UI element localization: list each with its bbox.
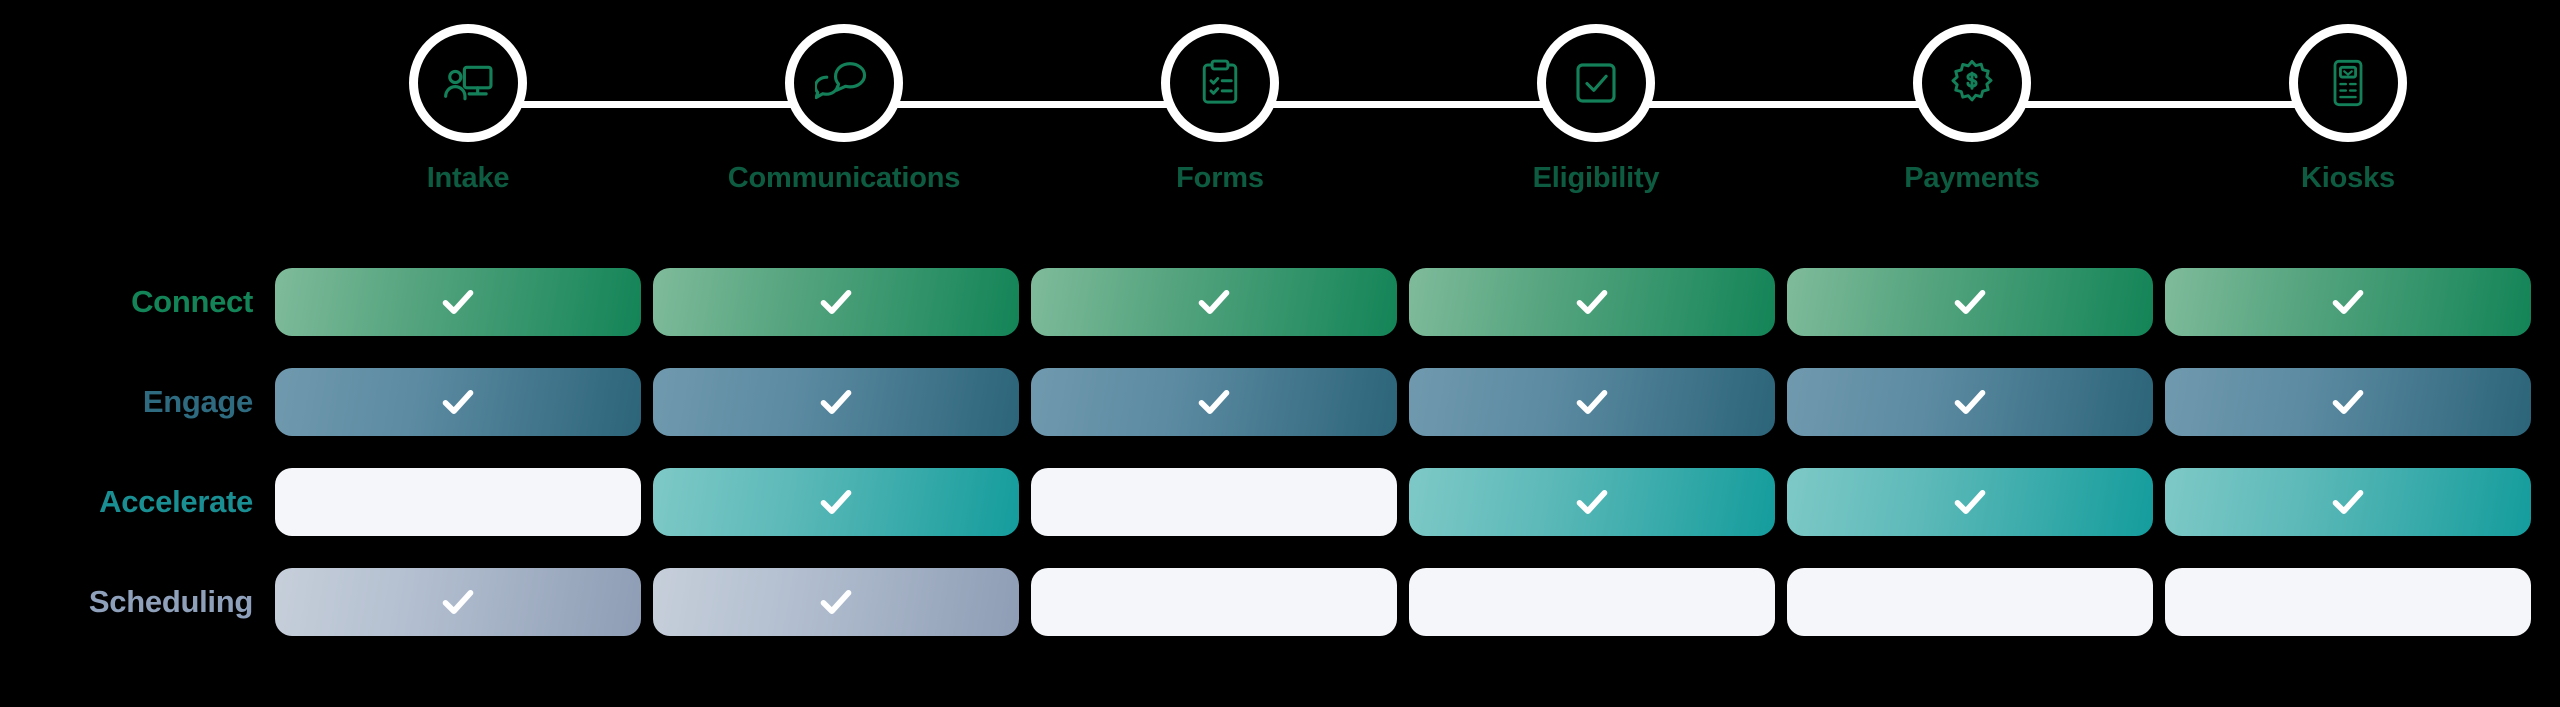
matrix-cell-engage-eligibility[interactable] [1409, 368, 1775, 436]
matrix-cell-engage-communications[interactable] [653, 368, 1019, 436]
matrix-cell-scheduling-intake[interactable] [275, 568, 641, 636]
checkmark-icon [820, 590, 852, 614]
matrix-row-scheduling: Scheduling [0, 552, 2560, 652]
matrix-row-label: Scheduling [88, 584, 253, 619]
matrix-cell-accelerate-payments[interactable] [1787, 468, 2153, 536]
checkmark-icon [2332, 290, 2364, 314]
timeline-step-forms[interactable]: Forms [1032, 24, 1408, 195]
timeline-step-label: Forms [1176, 162, 1264, 194]
matrix-cell-scheduling-eligibility[interactable] [1409, 568, 1775, 636]
matrix-cell-engage-intake[interactable] [275, 368, 641, 436]
timeline-step-kiosks[interactable]: Kiosks [2160, 24, 2536, 195]
matrix-row-cells [275, 268, 2531, 336]
timeline-step-label: Kiosks [2301, 162, 2395, 194]
timeline-node-circle[interactable] [1537, 24, 1655, 142]
checkmark-icon [820, 490, 852, 514]
matrix-cell-accelerate-kiosks[interactable] [2165, 468, 2531, 536]
timeline-node-circle[interactable] [785, 24, 903, 142]
checkmark-icon [442, 290, 474, 314]
speech-bubbles-icon [815, 54, 873, 112]
checkmark-icon [1954, 490, 1986, 514]
timeline-step-payments[interactable]: Payments [1784, 24, 2160, 195]
matrix-cell-scheduling-communications[interactable] [653, 568, 1019, 636]
matrix-cell-engage-forms[interactable] [1031, 368, 1397, 436]
timeline-step-label: Payments [1904, 162, 2040, 194]
checkmark-icon [1576, 390, 1608, 414]
matrix-cell-scheduling-forms[interactable] [1031, 568, 1397, 636]
matrix-cell-scheduling-kiosks[interactable] [2165, 568, 2531, 636]
clipboard-checklist-icon [1193, 56, 1247, 110]
matrix-cell-scheduling-payments[interactable] [1787, 568, 2153, 636]
checkmark-icon [1576, 490, 1608, 514]
matrix-row-connect: Connect [0, 252, 2560, 352]
person-monitor-icon [439, 54, 497, 112]
timeline-node-circle[interactable] [2289, 24, 2407, 142]
matrix-row-label: Engage [142, 384, 253, 419]
checkmark-icon [1954, 390, 1986, 414]
matrix-row-cells [275, 568, 2531, 636]
matrix-cell-accelerate-forms[interactable] [1031, 468, 1397, 536]
checkmark-icon [1954, 290, 1986, 314]
matrix-cell-connect-communications[interactable] [653, 268, 1019, 336]
timeline-step-label: Eligibility [1532, 162, 1660, 194]
checkmark-icon [2332, 390, 2364, 414]
matrix-row-engage: Engage [0, 352, 2560, 452]
matrix-cell-connect-forms[interactable] [1031, 268, 1397, 336]
checkmark-icon [442, 390, 474, 414]
matrix-row-accelerate: Accelerate [0, 452, 2560, 552]
matrix-cell-accelerate-communications[interactable] [653, 468, 1019, 536]
matrix-row-cells [275, 368, 2531, 436]
matrix-cell-accelerate-intake[interactable] [275, 468, 641, 536]
checkbox-check-icon [1569, 56, 1623, 110]
timeline-step-label: Communications [727, 162, 961, 194]
matrix-cell-engage-payments[interactable] [1787, 368, 2153, 436]
matrix-cell-connect-kiosks[interactable] [2165, 268, 2531, 336]
matrix-cell-connect-payments[interactable] [1787, 268, 2153, 336]
timeline-node-circle[interactable] [1161, 24, 1279, 142]
timeline-step-intake[interactable]: Intake [280, 24, 656, 195]
timeline-nodes: Intake Communications [280, 24, 2536, 234]
capability-matrix: Connect [0, 252, 2560, 672]
timeline-step-communications[interactable]: Communications [656, 24, 1032, 195]
checkmark-icon [1576, 290, 1608, 314]
matrix-cell-connect-eligibility[interactable] [1409, 268, 1775, 336]
matrix-cell-engage-kiosks[interactable] [2165, 368, 2531, 436]
checkmark-icon [1198, 290, 1230, 314]
timeline-step-label: Intake [426, 162, 510, 194]
matrix-cell-connect-intake[interactable] [275, 268, 641, 336]
kiosk-terminal-icon [2322, 57, 2374, 109]
checkmark-icon [820, 390, 852, 414]
checkmark-icon [820, 290, 852, 314]
checkmark-icon [1198, 390, 1230, 414]
timeline: Intake Communications [0, 0, 2560, 240]
matrix-row-label: Accelerate [99, 484, 253, 519]
checkmark-icon [442, 590, 474, 614]
checkmark-icon [2332, 490, 2364, 514]
gear-dollar-icon [1944, 55, 2000, 111]
matrix-cell-accelerate-eligibility[interactable] [1409, 468, 1775, 536]
timeline-node-circle[interactable] [1913, 24, 2031, 142]
timeline-node-circle[interactable] [409, 24, 527, 142]
timeline-rail [464, 101, 2352, 108]
matrix-row-label: Connect [131, 284, 253, 319]
matrix-row-cells [275, 468, 2531, 536]
timeline-step-eligibility[interactable]: Eligibility [1408, 24, 1784, 195]
